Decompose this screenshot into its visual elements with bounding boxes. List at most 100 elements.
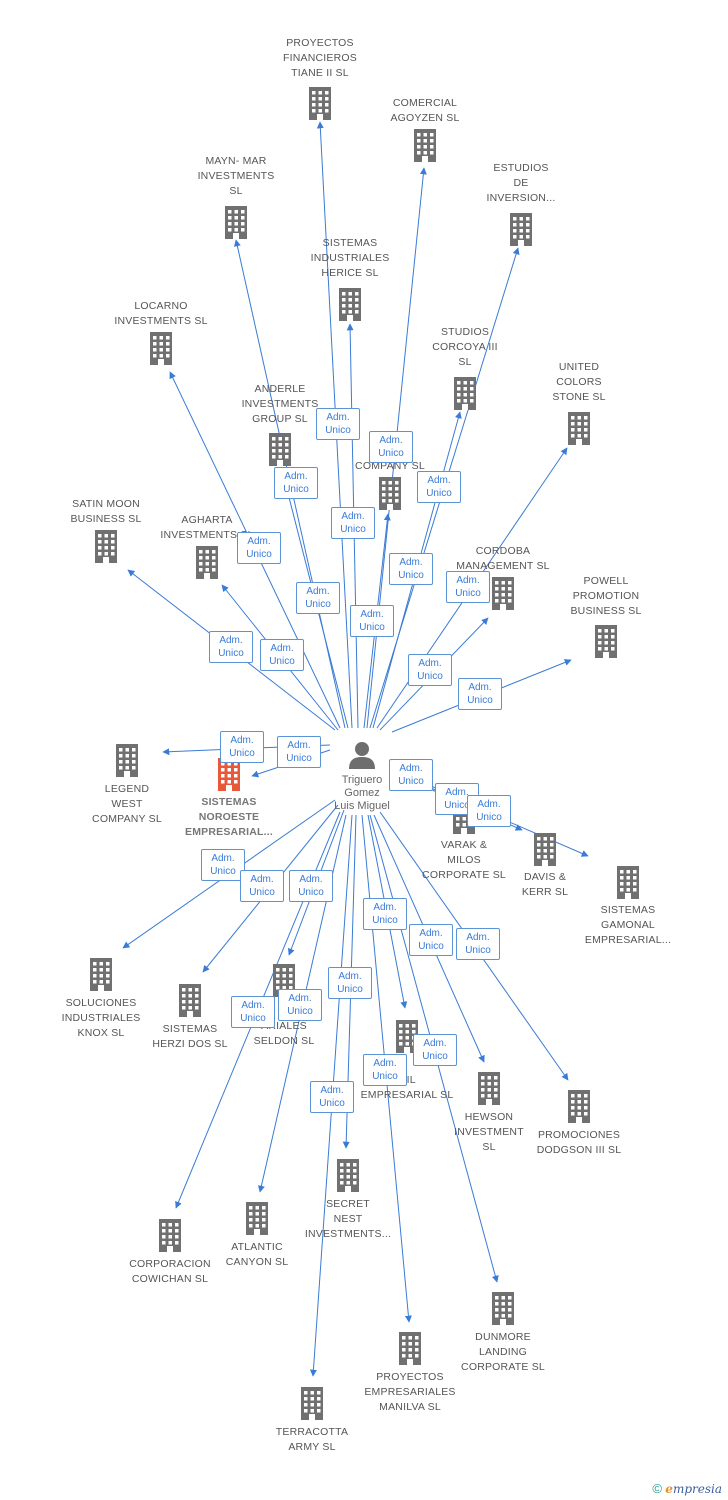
- company-node-company-sl[interactable]: COMPANY SL: [330, 459, 450, 510]
- role-badge-estudios-de-inversion[interactable]: Adm.Unico: [417, 471, 461, 503]
- role-badge-proyectos-manilva[interactable]: Adm.Unico: [363, 1054, 407, 1086]
- role-badge-seldon[interactable]: Adm.Unico: [289, 870, 333, 902]
- company-node-promociones-dodgson[interactable]: PROMOCIONES DODGSON III SL: [519, 1089, 639, 1158]
- building-icon: [443, 576, 563, 610]
- role-badge-anderle[interactable]: Adm.Unico: [296, 582, 340, 614]
- role-badge-promociones-dodgson[interactable]: Adm. Unico: [456, 928, 500, 960]
- building-icon: [330, 476, 450, 510]
- role-badge-line1: Adm.: [399, 557, 423, 568]
- company-node-cordoba[interactable]: CORDOBA MANAGEMENT SL: [443, 544, 563, 610]
- role-badge-united-colors[interactable]: Adm. Unico: [446, 571, 490, 603]
- building-icon: [169, 757, 289, 791]
- role-badge-line1: Adm.: [379, 435, 403, 446]
- company-node-comercial-agoyzen[interactable]: COMERCIAL AGOYZEN SL: [365, 96, 485, 162]
- role-badge-locarno[interactable]: Adm.Unico: [237, 532, 281, 564]
- role-badge-sistemas-gamonal[interactable]: Adm.Unico: [467, 795, 511, 827]
- role-badge-line2: Unico: [305, 599, 331, 610]
- company-label: CORDOBA MANAGEMENT SL: [456, 545, 550, 572]
- role-badge-line1: Adm.: [241, 1000, 265, 1011]
- role-badge-corporacion-cowichan[interactable]: Adm. Unico: [231, 996, 275, 1028]
- role-badge-sistemas-noroeste[interactable]: Adm.Unico: [277, 736, 321, 768]
- company-label: SECRET NEST INVESTMENTS...: [304, 1198, 392, 1240]
- company-node-locarno[interactable]: LOCARNO INVESTMENTS SL: [101, 299, 221, 365]
- company-node-studios-corcoya[interactable]: STUDIOS CORCOYA III SL: [405, 325, 525, 410]
- role-badge-varak-milos[interactable]: Adm.Unico: [389, 759, 433, 791]
- brand-logo: empresia: [665, 1482, 722, 1496]
- company-node-united-colors[interactable]: UNITED COLORS STONE SL: [519, 360, 639, 445]
- company-node-sistemas-noroeste[interactable]: SISTEMAS NOROESTE EMPRESARIAL...: [169, 757, 289, 840]
- role-badge-line2: Unico: [337, 984, 363, 995]
- company-node-legend-west[interactable]: LEGEND WEST COMPANY SL: [67, 743, 187, 827]
- role-badge-line1: Adm.: [468, 682, 492, 693]
- building-icon: [519, 411, 639, 445]
- role-badge-line1: Adm.: [373, 1058, 397, 1069]
- role-badge-proyectos-financieros[interactable]: Adm.Unico: [316, 408, 360, 440]
- role-badge-line2: Unico: [249, 887, 275, 898]
- role-badge-line1: Adm.: [320, 1085, 344, 1096]
- role-badge-line2: Unico: [240, 1013, 266, 1024]
- role-badge-line1: Adm.: [423, 1038, 447, 1049]
- company-node-proyectos-financieros[interactable]: PROYECTOS FINANCIEROS TIANE II SL: [260, 36, 380, 120]
- role-badge-line2: Unico: [229, 748, 255, 759]
- company-node-mayn-mar[interactable]: MAYN- MAR INVESTMENTS SL: [176, 154, 296, 239]
- role-badge-line2: Unico: [246, 549, 272, 560]
- role-badge-line1: Adm.: [427, 475, 451, 486]
- company-label: STUDIOS CORCOYA III SL: [432, 326, 498, 368]
- company-label: SISTEMAS GAMONAL EMPRESARIAL...: [584, 904, 672, 946]
- role-badge-line1: Adm.: [338, 971, 362, 982]
- company-node-atlantic-canyon[interactable]: ATLANTIC CANYON SL: [197, 1201, 317, 1270]
- company-node-satin-moon[interactable]: SATIN MOON BUSINESS SL: [46, 497, 166, 563]
- company-node-sistemas-herzi[interactable]: SISTEMAS HERZI DOS SL: [130, 983, 250, 1052]
- building-icon: [176, 205, 296, 239]
- company-label: PROYECTOS FINANCIEROS TIANE II SL: [283, 37, 357, 79]
- role-badge-hewson[interactable]: Adm.Unico: [409, 924, 453, 956]
- company-node-terracotta[interactable]: TERRACOTTA ARMY SL: [252, 1386, 372, 1455]
- role-badge-powell[interactable]: Adm. Unico: [458, 678, 502, 710]
- role-badge-sistemas-herice[interactable]: Adm.Unico: [331, 507, 375, 539]
- company-label: DAVIS & KERR SL: [521, 871, 569, 898]
- role-badge-line1: Adm.: [456, 575, 480, 586]
- company-node-sistemas-gamonal[interactable]: SISTEMAS GAMONAL EMPRESARIAL...: [568, 865, 688, 948]
- company-node-proyectos-manilva[interactable]: PROYECTOS EMPRESARIALES MANILVA SL: [350, 1331, 470, 1415]
- building-icon: [224, 963, 344, 997]
- company-node-powell[interactable]: POWELL PROMOTION BUSINESS SL: [546, 574, 666, 658]
- role-badge-line2: Unico: [465, 945, 491, 956]
- role-badge-line2: Unico: [455, 588, 481, 599]
- company-node-soluciones-knox[interactable]: SOLUCIONES INDUSTRIALES KNOX SL: [41, 957, 161, 1041]
- role-badge-line2: Unico: [467, 695, 493, 706]
- role-badge-secret-nest[interactable]: Adm. Unico: [328, 967, 372, 999]
- role-badge-comercial-agoyzen[interactable]: Adm.Unico: [369, 431, 413, 463]
- role-badge-sistemas-herzi[interactable]: Adm.Unico: [240, 870, 284, 902]
- company-node-dunmore[interactable]: DUNMORE LANDING CORPORATE SL: [443, 1291, 563, 1375]
- role-badge-studios-corcoya[interactable]: Adm. Unico: [389, 553, 433, 585]
- role-badge-mayn-mar[interactable]: Adm.Unico: [274, 467, 318, 499]
- role-badge-soluciones-knox[interactable]: Adm.Unico: [201, 849, 245, 881]
- company-node-estudios-de-inversion[interactable]: ESTUDIOS DE INVERSION...: [461, 161, 581, 246]
- role-badge-line2: Unico: [417, 671, 443, 682]
- role-badge-agharta[interactable]: Adm.Unico: [260, 639, 304, 671]
- company-label: LEGEND WEST COMPANY SL: [92, 783, 162, 825]
- company-node-secret-nest[interactable]: SECRET NEST INVESTMENTS...: [288, 1158, 408, 1242]
- role-badge-legend-west[interactable]: Adm.Unico: [220, 731, 264, 763]
- company-node-anderle[interactable]: ANDERLE INVESTMENTS GROUP SL: [220, 382, 340, 466]
- role-badge-line1: Adm.: [466, 932, 490, 943]
- role-badge-dunmore[interactable]: Adm.Unico: [413, 1034, 457, 1066]
- company-node-seldon[interactable]: ARIALES SELDON SL: [224, 963, 344, 1049]
- person-node[interactable]: Triguero Gomez Luis Miguel: [322, 740, 402, 813]
- company-node-sistemas-herice[interactable]: SISTEMAS INDUSTRIALES HERICE SL: [290, 236, 410, 321]
- role-badge-line2: Unico: [398, 570, 424, 581]
- role-badge-company-sl[interactable]: Adm.Unico: [350, 605, 394, 637]
- role-badge-line1: Adm.: [287, 740, 311, 751]
- building-icon: [568, 865, 688, 899]
- role-badge-empresarial-sl[interactable]: Adm.Unico: [363, 898, 407, 930]
- company-label: LOCARNO INVESTMENTS SL: [114, 300, 208, 327]
- role-badge-terracotta[interactable]: Adm.Unico: [310, 1081, 354, 1113]
- company-node-davis-kerr[interactable]: DAVIS & KERR SL: [485, 832, 605, 900]
- building-icon: [260, 86, 380, 120]
- role-badge-cordoba[interactable]: Adm.Unico: [408, 654, 452, 686]
- company-node-corporacion-cowichan[interactable]: CORPORACION COWICHAN SL: [110, 1218, 230, 1287]
- company-node-hewson[interactable]: HEWSON INVESTMENT SL: [429, 1071, 549, 1155]
- company-label: SISTEMAS NOROESTE EMPRESARIAL...: [185, 796, 273, 838]
- role-badge-atlantic-canyon[interactable]: Adm.Unico: [278, 989, 322, 1021]
- role-badge-satin-moon[interactable]: Adm.Unico: [209, 631, 253, 663]
